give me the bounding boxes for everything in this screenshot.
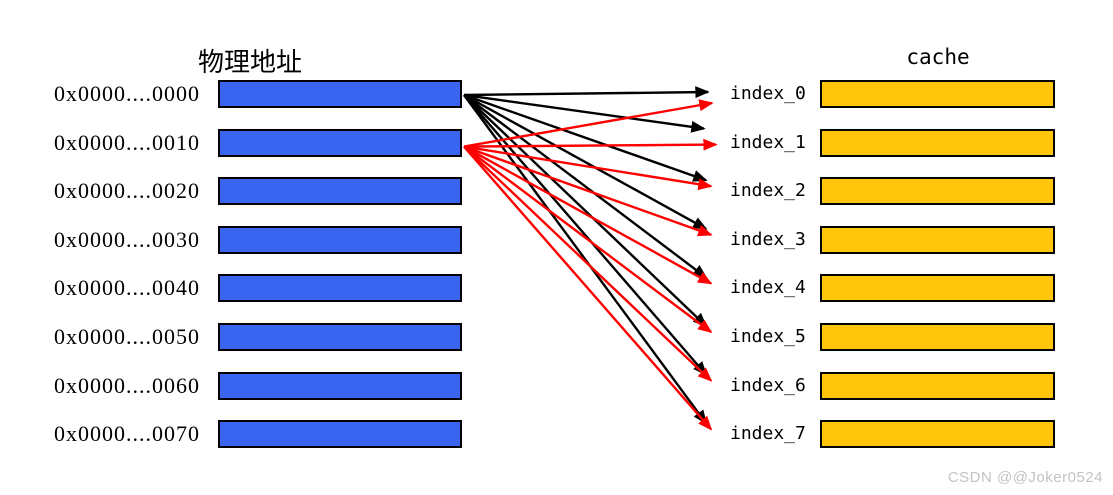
memory-block	[218, 371, 462, 400]
memory-block	[218, 177, 462, 206]
memory-block	[218, 128, 462, 157]
memory-address-label: 0x0000....0030	[54, 226, 200, 252]
memory-block	[218, 274, 462, 303]
mapping-arrow	[463, 138, 718, 151]
mapping-arrow	[463, 93, 708, 182]
physical-address-title: 物理地址	[197, 48, 303, 77]
mapping-arrow	[463, 145, 713, 237]
cache-index-label: index_3	[730, 228, 806, 250]
cache-index-label: index_2	[730, 180, 806, 202]
memory-address-label: 0x0000....0070	[54, 421, 200, 447]
cache-block	[820, 225, 1055, 254]
mapping-arrow	[463, 145, 713, 285]
mapping-arrow	[463, 94, 707, 425]
cache-block	[820, 323, 1055, 351]
cache-block	[820, 274, 1055, 303]
cache-block	[820, 420, 1055, 449]
watermark: CSDN @@Joker0524	[947, 469, 1103, 486]
cache-index-label: index_4	[730, 277, 806, 299]
memory-block	[218, 225, 462, 254]
mapping-arrow	[463, 93, 708, 230]
mapping-arrow	[463, 145, 713, 334]
cache-title: cache	[906, 45, 970, 69]
cache-block	[820, 80, 1055, 108]
mapping-arrow	[463, 86, 710, 99]
memory-address-label: 0x0000....0040	[54, 275, 200, 301]
cache-block	[820, 371, 1055, 400]
mapping-arrow	[463, 94, 708, 328]
memory-block	[218, 80, 462, 108]
mapping-arrow	[463, 145, 713, 431]
mapping-arrow	[463, 93, 706, 133]
memory-address-label: 0x0000....0010	[54, 129, 200, 155]
cache-index-label: index_1	[730, 131, 806, 153]
memory-address-label: 0x0000....0020	[54, 178, 200, 204]
mapping-arrow	[463, 94, 708, 376]
memory-block	[218, 420, 462, 449]
cache-index-label: index_6	[730, 374, 806, 396]
cache-block	[820, 177, 1055, 206]
mapping-arrow	[463, 145, 713, 382]
mapping-arrow	[463, 99, 714, 148]
cache-index-label: index_7	[730, 423, 806, 445]
memory-block	[218, 323, 462, 351]
cache-index-label: index_0	[730, 83, 806, 104]
memory-address-label: 0x0000....0050	[54, 324, 200, 349]
cache-block	[820, 128, 1055, 157]
memory-address-label: 0x0000....0060	[54, 372, 200, 398]
cache-index-label: index_5	[730, 326, 806, 347]
mapping-arrow	[463, 145, 713, 191]
memory-address-label: 0x0000....0000	[54, 81, 200, 106]
mapping-arrow	[463, 94, 708, 279]
